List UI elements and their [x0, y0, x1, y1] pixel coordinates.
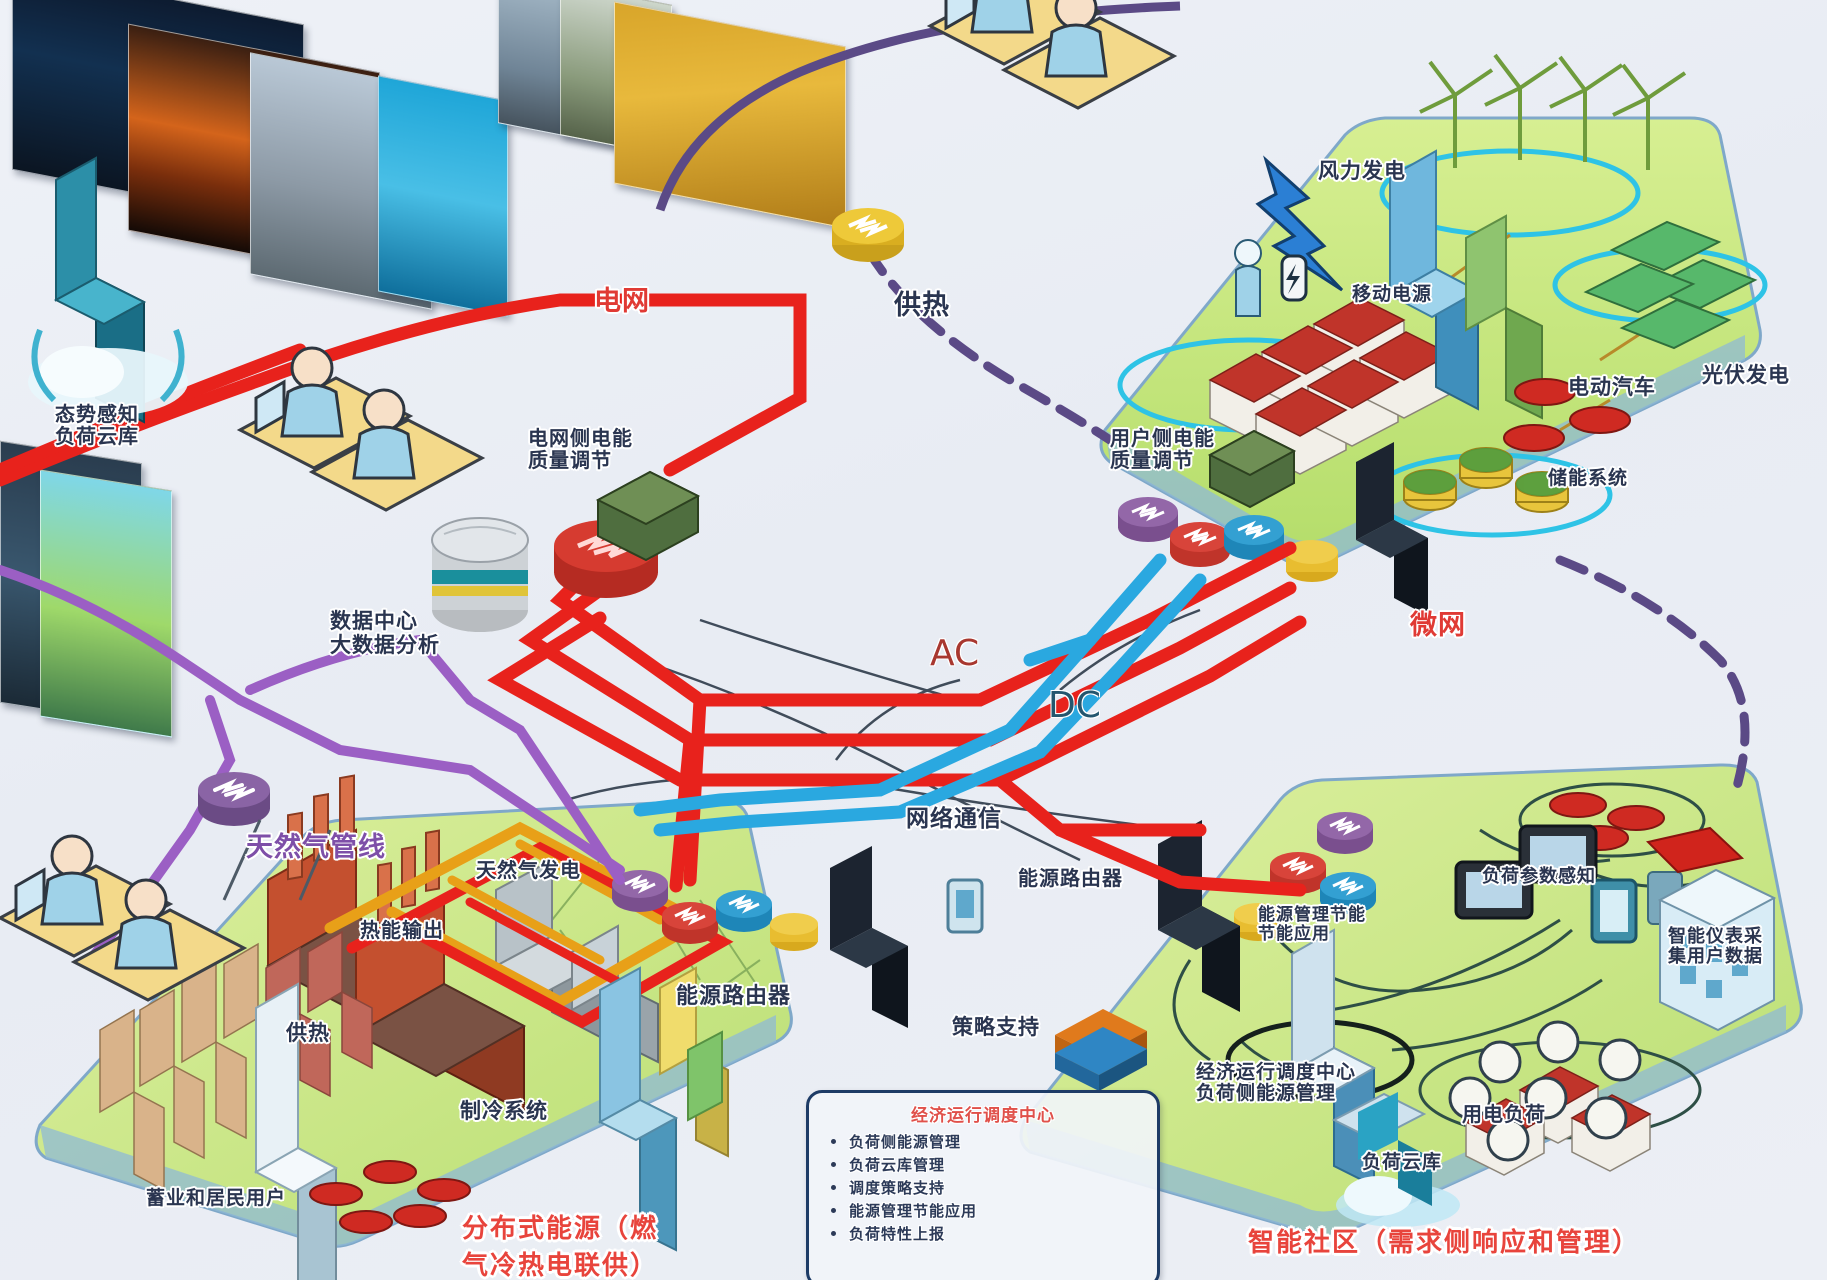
server-dg — [830, 846, 908, 1028]
operator-desk-4 — [70, 878, 248, 1002]
power-load-houses — [1448, 1020, 1652, 1176]
pv-panels — [1583, 220, 1758, 350]
router-community-purple — [1317, 812, 1373, 854]
energy-storage-units — [1403, 447, 1569, 513]
photo-frame-poles — [222, 819, 332, 901]
router-microgrid-purple — [1118, 497, 1178, 542]
operator-desk-3 — [0, 834, 174, 958]
router-microgrid-red — [1170, 522, 1230, 567]
mobile-power-unit — [1280, 254, 1308, 302]
server-microgrid — [1356, 442, 1428, 616]
meter-building — [1646, 826, 1777, 1032]
router-community-blue — [1320, 872, 1376, 914]
legend-item: 负荷侧能源管理 — [831, 1131, 1151, 1152]
legend-item: 能源管理节能应用 — [831, 1200, 1151, 1221]
legend-item: 调度策略支持 — [831, 1177, 1151, 1198]
tank-community — [1234, 903, 1282, 941]
legend-dispatch-center: 经济运行调度中心 负荷侧能源管理 负荷云库管理 调度策略支持 能源管理节能应用 … — [806, 1090, 1160, 1280]
user-side-pq-device — [1207, 429, 1297, 509]
network-comm-device — [946, 878, 984, 934]
operator-desk-6 — [1000, 0, 1178, 110]
router-dg-red — [662, 902, 718, 944]
dg-parking — [309, 1160, 471, 1234]
router-dg-blue — [716, 890, 772, 932]
lightning-bolt-icon — [1255, 155, 1344, 292]
person-microgrid — [1234, 239, 1262, 317]
zone-distributed-energy — [34, 774, 908, 1280]
comm-curves — [565, 608, 1201, 862]
tank-microgrid — [1286, 540, 1338, 582]
heat-supply-lines — [863, 245, 1750, 795]
situational-awareness-cloud — [28, 156, 188, 424]
router-gas — [198, 772, 270, 826]
ev-cars — [1503, 378, 1631, 452]
legend-item: 负荷特性上报 — [831, 1223, 1151, 1244]
ac-power-lines — [0, 293, 1307, 897]
legend-item: 负荷云库管理 — [831, 1154, 1151, 1175]
community-ev-cars — [1549, 792, 1665, 851]
load-cloud-icon — [1336, 1092, 1460, 1227]
dg-colored-buildings — [597, 966, 729, 1252]
zone-microgrid — [1099, 53, 1768, 616]
zone-smart-community — [1019, 763, 1803, 1238]
strategy-support-disk — [1055, 1009, 1147, 1091]
grid-side-pq-device — [595, 470, 701, 562]
title-smart-community: 智能社区（需求侧响应和管理） — [1248, 1227, 1641, 1257]
dc-power-lines — [633, 553, 1207, 837]
tank-dg — [770, 913, 818, 951]
dg-tower — [253, 982, 339, 1280]
legend-items: 负荷侧能源管理 负荷云库管理 调度策略支持 能源管理节能应用 负荷特性上报 — [815, 1131, 1151, 1244]
heat-top-arc — [655, 1, 1181, 212]
heat-router-yellow — [832, 208, 904, 262]
legend-title: 经济运行调度中心 — [911, 1106, 1055, 1125]
houses-cluster — [1208, 297, 1452, 475]
data-center-stack — [431, 517, 529, 632]
operator-desk-2 — [308, 388, 486, 512]
microgrid-buildings — [1387, 149, 1543, 420]
router-dg-purple — [612, 870, 668, 912]
title-distributed-energy: 分布式能源（燃 气冷热电联供） — [462, 1213, 659, 1280]
